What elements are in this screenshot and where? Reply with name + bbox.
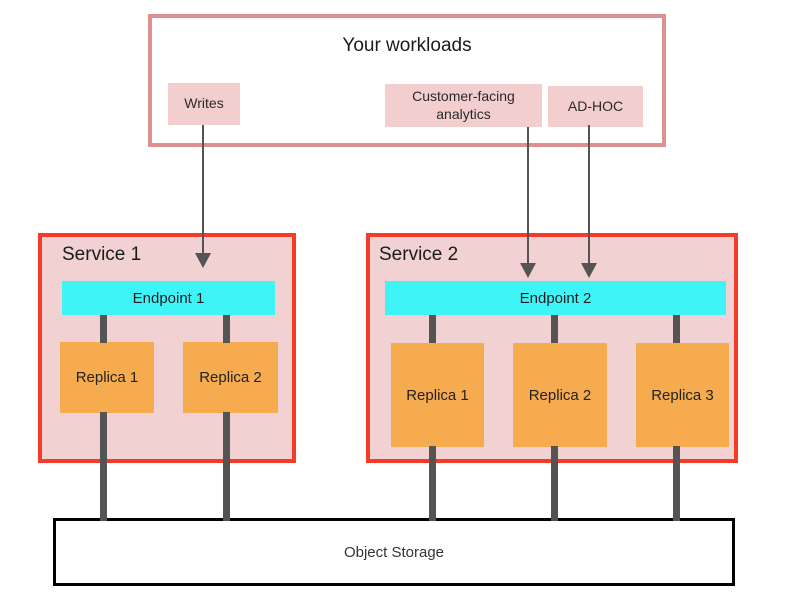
pipe-s1-replica1-storage: [100, 412, 107, 521]
service-2-replica-1: Replica 1: [391, 343, 484, 447]
pipe-endpoint1-replica1: [100, 315, 107, 343]
your-workloads-box: Your workloads Writes Customer-facing an…: [148, 14, 666, 147]
arrow-shaft: [527, 127, 529, 265]
arrow-head-icon: [520, 263, 536, 278]
arrow-head-icon: [581, 263, 597, 278]
pipe-endpoint2-replica1: [429, 315, 436, 343]
service-2-title: Service 2: [379, 244, 459, 265]
arrow-shaft: [588, 125, 590, 265]
service-1-endpoint: Endpoint 1: [62, 281, 275, 315]
service-1-box: Service 1 Endpoint 1 Replica 1 Replica 2: [38, 233, 296, 463]
service-2-replica-3: Replica 3: [636, 343, 729, 447]
service-1-replica-2: Replica 2: [183, 342, 278, 413]
arrow-shaft: [202, 125, 204, 255]
workload-customer-facing-analytics: Customer-facing analytics: [385, 84, 542, 127]
arrow-writes-to-endpoint1: [195, 125, 211, 268]
service-1-replica-1: Replica 1: [60, 342, 154, 413]
object-storage-label: Object Storage: [343, 543, 445, 561]
pipe-s1-replica2-storage: [223, 412, 230, 521]
workload-ad-hoc: AD-HOC: [548, 86, 643, 127]
pipe-endpoint2-replica3: [673, 315, 680, 343]
pipe-s2-replica1-storage: [429, 446, 436, 521]
service-2-endpoint: Endpoint 2: [385, 281, 726, 315]
pipe-s2-replica2-storage: [551, 446, 558, 521]
service-1-title: Service 1: [62, 244, 142, 265]
object-storage-box: Object Storage: [53, 518, 735, 586]
workloads-title: Your workloads: [342, 35, 472, 56]
arrow-head-icon: [195, 253, 211, 268]
service-2-box: Service 2 Endpoint 2 Replica 1 Replica 2…: [366, 233, 738, 463]
pipe-endpoint2-replica2: [551, 315, 558, 343]
service-2-replica-2: Replica 2: [513, 343, 607, 447]
workload-writes: Writes: [168, 83, 240, 125]
pipe-s2-replica3-storage: [673, 446, 680, 521]
arrow-analytics-to-endpoint2: [520, 127, 536, 278]
pipe-endpoint1-replica2: [223, 315, 230, 343]
arrow-adhoc-to-endpoint2: [581, 125, 597, 278]
